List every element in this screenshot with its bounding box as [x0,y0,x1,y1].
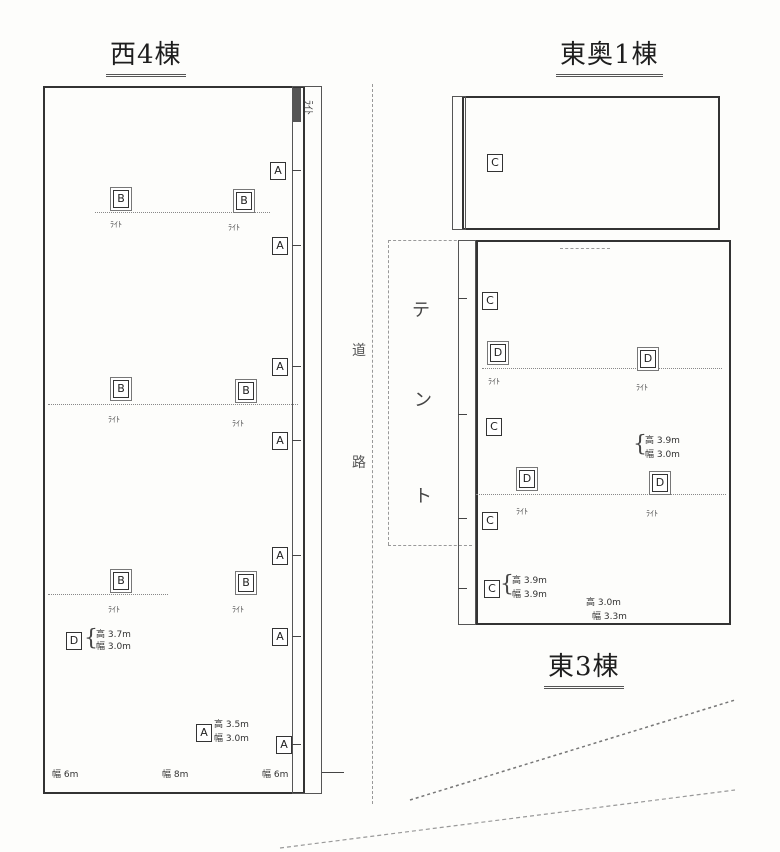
tag-c: C [484,580,500,598]
lamp-label: ﾗｲﾄ [232,419,244,428]
tag-b: B [238,382,254,400]
lamp-label: ﾗｲﾄ [488,377,500,386]
strip-tick [292,440,301,441]
title-east3-building: 東3棟 [544,646,624,689]
strip-tick [292,245,301,246]
bottom-dim-3: 幅 6m [262,770,289,780]
tag-b: B [113,572,129,590]
tag-a: A [272,432,288,450]
row-dotted-line [48,594,168,595]
tag-d: D [66,632,82,650]
west-d-height-note: 高 3.7m [96,630,131,640]
tag-c: C [487,154,503,172]
title-east1-building: 東奥1棟 [556,34,663,77]
tag-c: C [482,512,498,530]
lamp-label: ﾗｲﾄ [636,383,648,392]
east-d-height-note: 高 3.9m [645,436,680,446]
east-d-width-note: 幅 3.0m [645,450,680,460]
tag-c: C [482,292,498,310]
east1-building-outline [462,96,720,230]
strip-tick [292,555,301,556]
west-a-height-note: 高 3.5m [214,720,249,730]
west-strip-dark-block [293,88,301,122]
strip-tick [292,744,301,745]
lamp-label: ﾗｲﾄ [108,415,120,424]
road-label-char: 路 [352,455,366,471]
strip-tick [458,588,467,589]
row-dotted-line [482,368,722,369]
bottom-dim-2: 幅 8m [162,770,189,780]
tag-d: D [640,350,656,368]
lamp-label: ﾗｲﾄ [516,507,528,516]
tag-d: D [519,470,535,488]
tag-a: A [276,736,292,754]
strip-tick [292,636,301,637]
east3-top-mark [560,248,610,249]
tent-label-char: ン [414,390,432,411]
east3-building-outline [476,240,731,625]
row-dotted-line [48,404,298,405]
lamp-label: ﾗｲﾄ [646,509,658,518]
lamp-label: ﾗｲﾄ [110,220,122,229]
road-centerline [372,84,373,804]
road-label-char: 道 [352,343,366,359]
west-building-outline [43,86,305,794]
tag-a: A [272,237,288,255]
tent-border-left [388,240,389,545]
strip-tick [292,366,301,367]
row-dotted-line [476,494,726,495]
strip-tick [292,170,301,171]
brace-mark: { [84,626,98,651]
tag-b: B [113,190,129,208]
tent-border-bottom [388,545,472,546]
east-c-width-note: 幅 3.9m [512,590,547,600]
brace-mark: { [500,572,514,597]
west-a-width-note: 幅 3.0m [214,734,249,744]
tag-d: D [490,344,506,362]
brace-mark: { [633,432,647,457]
strip-tick [458,298,467,299]
tag-a: A [272,628,288,646]
tag-d: D [652,474,668,492]
tent-label-char: ト [414,486,432,507]
east-bottom-width-note: 幅 3.3m [592,612,627,622]
tag-b: B [236,192,252,210]
tent-border-top [388,240,472,241]
west-d-width-note: 幅 3.0m [96,642,131,652]
east1-edge-strip [452,96,466,230]
lamp-label: ﾗｲﾄ [228,223,240,232]
title-west-building: 西4棟 [106,34,186,77]
east-c-height-note: 高 3.9m [512,576,547,586]
row-dotted-line [95,212,270,213]
strip-tick [458,518,467,519]
lamp-label: ﾗｲﾄ [232,605,244,614]
east3-edge-strip [458,240,476,625]
dim-arrow [322,772,344,773]
east-bottom-height-note: 高 3.0m [586,598,621,608]
lamp-label: ﾗｲﾄ [108,605,120,614]
tag-b: B [113,380,129,398]
bottom-dim-1: 幅 6m [52,770,79,780]
tag-a: A [272,358,288,376]
tag-a: A [196,724,212,742]
tag-a: A [270,162,286,180]
strip-tick [458,414,467,415]
tag-a: A [272,547,288,565]
tent-label-char: テ [412,300,430,321]
tag-c: C [486,418,502,436]
tag-b: B [238,574,254,592]
